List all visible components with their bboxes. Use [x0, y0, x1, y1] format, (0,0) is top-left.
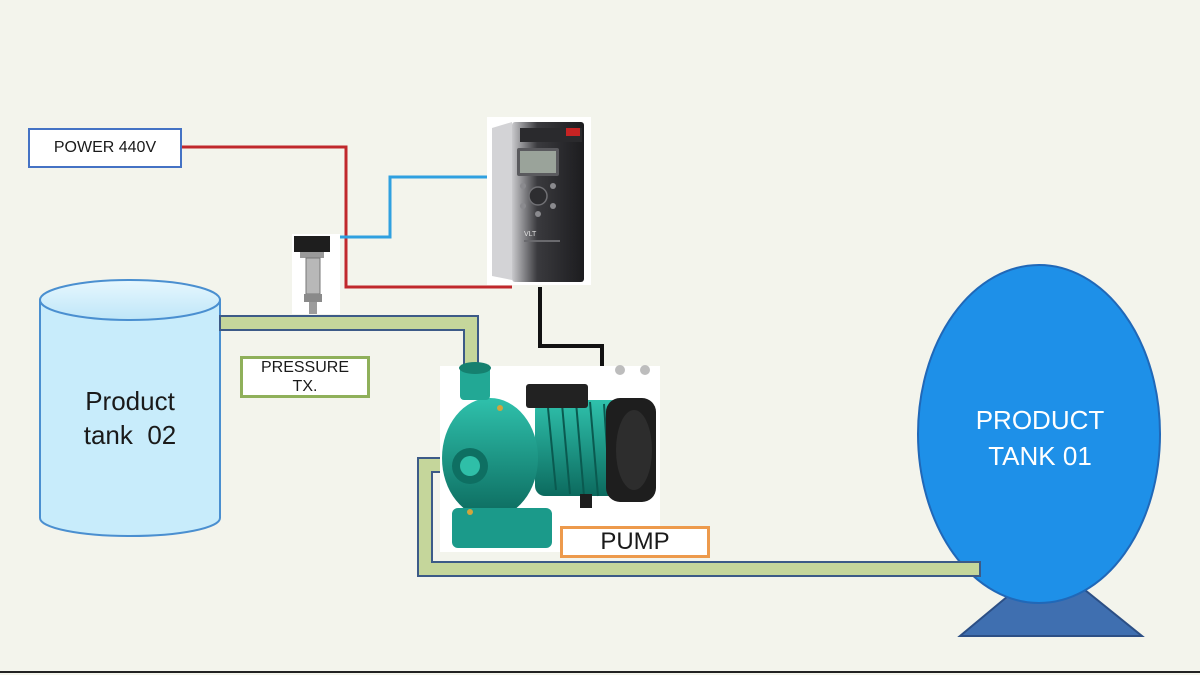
pressure-tx-label: PRESSURE TX.	[240, 356, 370, 398]
pump-label: PUMP	[560, 526, 710, 558]
pressure-label-line2: TX.	[292, 378, 318, 395]
power-cable	[182, 145, 512, 289]
vfd-logo-text: VLT	[524, 231, 537, 238]
tank-01-label: PRODUCT TANK 01	[930, 402, 1150, 474]
power-label: POWER 440V	[28, 128, 182, 168]
tank-01-label-line2: TANK 01	[988, 441, 1092, 471]
vfd-drive-icon: VLT	[487, 117, 591, 285]
pressure-transmitter-icon	[292, 234, 340, 314]
pressure-label-line1: PRESSURE	[260, 359, 350, 376]
tank-02-label-line1: Product	[85, 386, 175, 416]
signal-cable	[292, 175, 490, 239]
product-tank-02	[39, 279, 221, 537]
tank-01-label-line1: PRODUCT	[975, 405, 1105, 435]
bottom-border	[0, 671, 1200, 673]
product-tank-01	[917, 264, 1161, 637]
power-label-text: POWER 440V	[53, 139, 157, 156]
pump-label-text: PUMP	[600, 528, 670, 555]
centrifugal-pump-icon	[440, 362, 660, 552]
tank-02-label: Product tank 02	[40, 384, 220, 452]
tank-02-label-line2: tank 02	[83, 420, 177, 450]
